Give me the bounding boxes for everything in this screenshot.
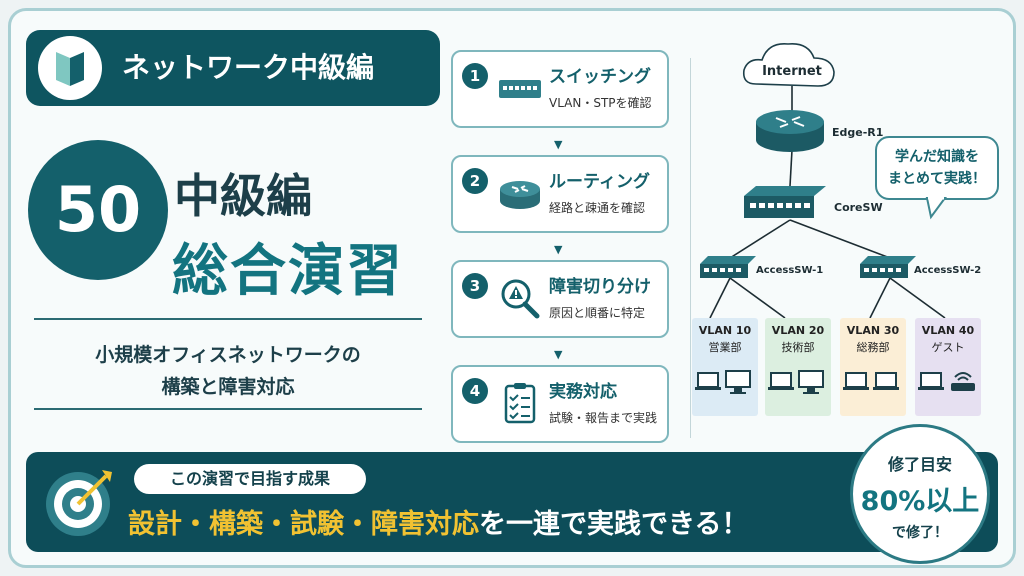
step-arrow-icon: ▼ [554,138,563,151]
course-title: ネットワーク中級編 [122,51,375,84]
pc-icon [695,370,751,394]
target-icon [46,470,112,536]
bubble-line1: 学んだ知識を [895,149,979,165]
step-number: 1 [462,63,488,89]
core-switch-icon [744,186,826,218]
step-arrow-icon: ▼ [554,243,563,256]
vlan-dept: 総務部 [856,341,890,354]
goal-statement: 設計・構築・試験・障害対応を一連で実践できる！ [128,502,748,541]
lesson-title-line2: 総合演習 [172,239,404,304]
seal-line1: 修了目安 [887,455,952,474]
vlan-name: VLAN 20 [771,324,825,337]
access-switch-2-label: AccessSW-2 [914,265,981,276]
vlan-name: VLAN 10 [698,324,752,337]
speech-bubble: 学んだ知識を まとめて実践！ [875,136,999,200]
vlan-box-30: VLAN 30 総務部 [840,318,906,416]
vlan-name: VLAN 30 [846,324,900,337]
laptop-wifi-icon [918,372,975,391]
step-title: 障害切り分け [549,277,651,297]
completion-seal: 修了目安 80%以上 で修了！ [850,424,990,564]
step-card-practice: 4 実務対応 試験・報告まで実践 [451,365,669,443]
vlan-box-20: VLAN 20 技術部 [765,318,831,416]
step-arrow-icon: ▼ [554,348,563,361]
goal-highlight: 設計・構築・試験・障害対応 [128,509,479,540]
subtitle-line2: 構築と障害対応 [161,376,295,398]
router-icon [497,171,543,215]
step-desc: VLAN・STPを確認 [549,96,652,110]
goal-rest: を一連で実践できる！ [479,509,749,540]
pc-icon [768,370,824,394]
divider-bottom [34,408,422,410]
vlan-name: VLAN 40 [921,324,975,337]
bubble-line2: まとめて実践！ [888,171,986,187]
vlan-dept: ゲスト [931,341,965,354]
step-desc: 試験・報告まで実践 [549,411,658,425]
bubble-tail [925,197,947,220]
step-number: 3 [462,273,488,299]
router-label: Edge-R1 [832,126,883,139]
step-title: ルーティング [549,172,650,192]
step-title: スイッチング [549,67,651,87]
vlan-dept: 営業部 [708,341,742,354]
vlan-box-10: VLAN 10 営業部 [692,318,758,416]
section-divider [690,58,691,438]
goal-label: この演習で目指す成果 [134,464,366,494]
access-switch-2-icon [860,256,916,278]
router-icon [756,110,824,152]
internet-label: Internet [762,64,822,79]
switch-icon [497,66,543,110]
vlan-dept: 技術部 [781,341,815,354]
step-card-routing: 2 ルーティング 経路と疎通を確認 [451,155,669,233]
lesson-title-line1: 中級編 [174,169,312,223]
step-card-switching: 1 スイッチング VLAN・STPを確認 [451,50,669,128]
step-number: 4 [462,378,488,404]
step-number: 2 [462,168,488,194]
divider-top [34,318,422,320]
access-switch-1-label: AccessSW-1 [756,265,823,276]
cloud-icon [742,42,835,87]
subtitle-line1: 小規模オフィスネットワークの [95,344,361,366]
clipboard-checklist-icon [497,381,543,425]
seal-line3: で修了！ [892,525,948,541]
access-switch-1-icon [700,256,756,278]
beginner-mark-icon [38,36,102,100]
lesson-number: 50 [28,140,168,280]
step-desc: 原因と順番に特定 [549,306,646,320]
pc-icon [843,372,899,390]
core-switch-label: CoreSW [834,201,883,214]
step-title: 実務対応 [549,382,617,402]
step-card-troubleshoot: 3 障害切り分け 原因と順番に特定 [451,260,669,338]
vlan-box-40: VLAN 40 ゲスト [915,318,981,416]
magnifier-warning-icon [497,276,543,320]
step-desc: 経路と疎通を確認 [549,201,646,215]
course-badge: ネットワーク中級編 [26,30,440,106]
seal-line2: 80%以上 [860,486,980,517]
